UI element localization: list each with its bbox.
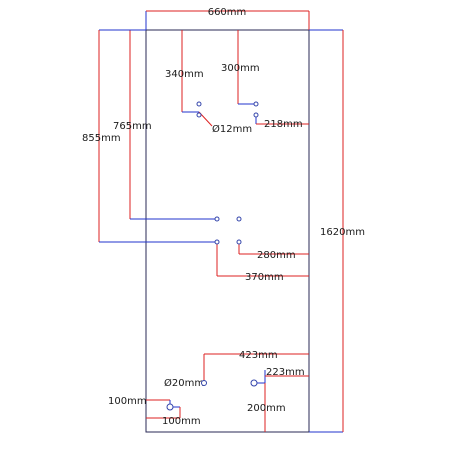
hole-upper-left [196,101,202,107]
d280-label: 280mm [257,250,296,261]
dia20-label: Ø20mm [164,377,204,389]
hole-mid-left [214,216,220,222]
d100-bottom-label: 100mm [162,416,201,427]
hole-upper-right-2 [253,112,259,118]
d100-left-label: 100mm [108,396,147,407]
d423-label: 423mm [239,350,278,361]
d340-label: 340mm [165,69,204,80]
width-label: 660mm [208,7,247,18]
hole-lower-left [201,380,207,386]
hole-lower-right [250,379,258,387]
height-label: 1620mm [320,227,365,238]
left-dimensions [98,29,217,243]
dia12-label: Ø12mm [212,123,252,135]
d218-label: 218mm [264,119,303,130]
lower-dimensions [203,353,309,432]
d200-label: 200mm [247,403,286,414]
height-dimension [309,29,344,433]
hole-mid-left-2 [214,239,220,245]
width-dimension [145,10,310,30]
d370-label: 370mm [245,272,284,283]
d300-label: 300mm [221,63,260,74]
middle-dimensions [216,242,309,277]
hole-upper-left-2 [196,112,202,118]
d765-label: 765mm [113,121,152,132]
hole-mid-right-2 [236,239,242,245]
panel-outline [145,29,310,433]
d223-label: 223mm [266,367,305,378]
hole-corner [166,403,174,411]
hole-upper-right [253,101,259,107]
hole-mid-right [236,216,242,222]
d855-label: 855mm [82,133,121,144]
